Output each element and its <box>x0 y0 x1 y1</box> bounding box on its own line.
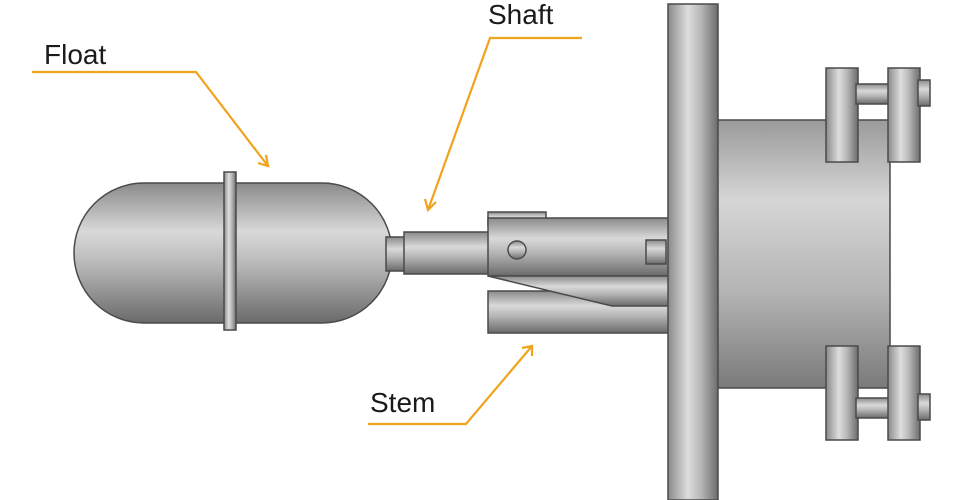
float-label: Float <box>44 39 106 70</box>
shaft-label: Shaft <box>488 0 554 30</box>
bottom-bolt <box>825 345 931 441</box>
shaft <box>403 231 495 275</box>
stem-label: Stem <box>370 387 435 418</box>
stem-callout-arrowhead <box>521 344 534 356</box>
housing-body <box>713 119 891 389</box>
shaft-callout-line <box>426 36 582 211</box>
mounting-plate <box>667 3 719 500</box>
shaft-callout-arrowhead <box>423 198 437 213</box>
float-callout-arrowhead <box>257 154 270 168</box>
linkage-clip <box>645 239 667 265</box>
float-callout-line <box>32 70 269 167</box>
stem-callout-line <box>368 345 533 426</box>
float-band <box>223 171 237 331</box>
top-bolt <box>825 67 931 163</box>
pivot-pin <box>507 240 527 260</box>
